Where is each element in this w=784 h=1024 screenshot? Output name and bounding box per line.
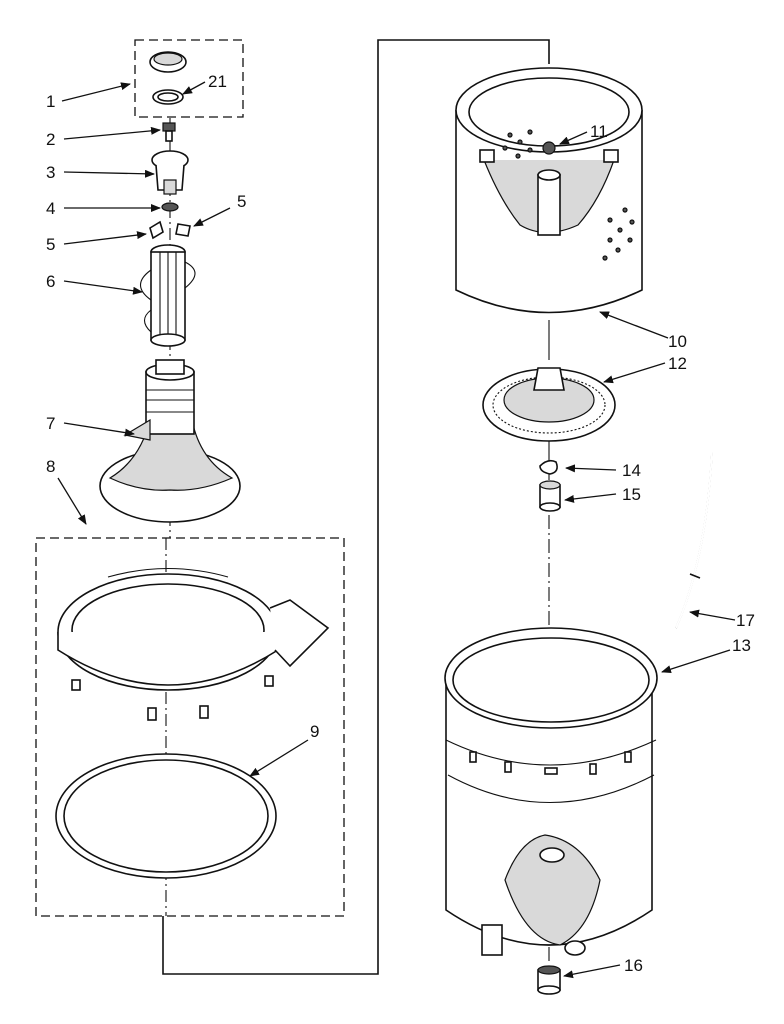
agitator-auger-part xyxy=(139,244,196,347)
callout-11: 11 xyxy=(590,122,608,141)
tub-ring-part xyxy=(57,567,330,721)
callout-21: 21 xyxy=(208,72,227,91)
callout-17: 17 xyxy=(736,611,755,630)
callout-1: 1 xyxy=(46,92,55,111)
outer-tub-part xyxy=(444,627,658,956)
cap-seal-ring-part xyxy=(152,89,184,105)
callout-4: 4 xyxy=(46,199,55,218)
callout-15: 15 xyxy=(622,485,641,504)
agitator-base-part xyxy=(99,359,241,523)
group-box-cap xyxy=(134,39,244,118)
callout-5-left: 5 xyxy=(46,235,55,254)
callout-10: 10 xyxy=(668,332,687,351)
washer-part xyxy=(161,202,179,212)
hose-part xyxy=(675,451,713,629)
callout-14: 14 xyxy=(622,461,641,480)
callout-labels: 1 21 2 3 4 5 5 6 7 8 9 10 11 12 13 14 15… xyxy=(46,72,755,975)
callout-5-right: 5 xyxy=(237,192,246,211)
dog-part-right xyxy=(175,223,191,237)
callout-3: 3 xyxy=(46,163,55,182)
tub-ring-seal-part xyxy=(55,753,277,879)
tub-seal-part xyxy=(537,965,561,995)
drive-tube-hub-part xyxy=(482,367,616,442)
callout-6: 6 xyxy=(46,272,55,291)
assembly-connector-line xyxy=(162,39,550,975)
retaining-ring-part xyxy=(539,459,558,475)
cam-part xyxy=(151,150,189,195)
callout-9: 9 xyxy=(310,722,319,741)
group-box-ring xyxy=(35,537,345,917)
bolt-part xyxy=(162,122,176,142)
callout-13: 13 xyxy=(732,636,751,655)
leader-lines xyxy=(57,81,736,979)
agitator-cap-part xyxy=(149,51,187,73)
callout-16: 16 xyxy=(624,956,643,975)
drive-block-part xyxy=(539,480,561,512)
callout-7: 7 xyxy=(46,414,55,433)
spin-basket-part xyxy=(455,67,643,314)
dog-part-left xyxy=(149,220,164,240)
callout-12: 12 xyxy=(668,354,687,373)
callout-8: 8 xyxy=(46,457,55,476)
callout-2: 2 xyxy=(46,130,55,149)
